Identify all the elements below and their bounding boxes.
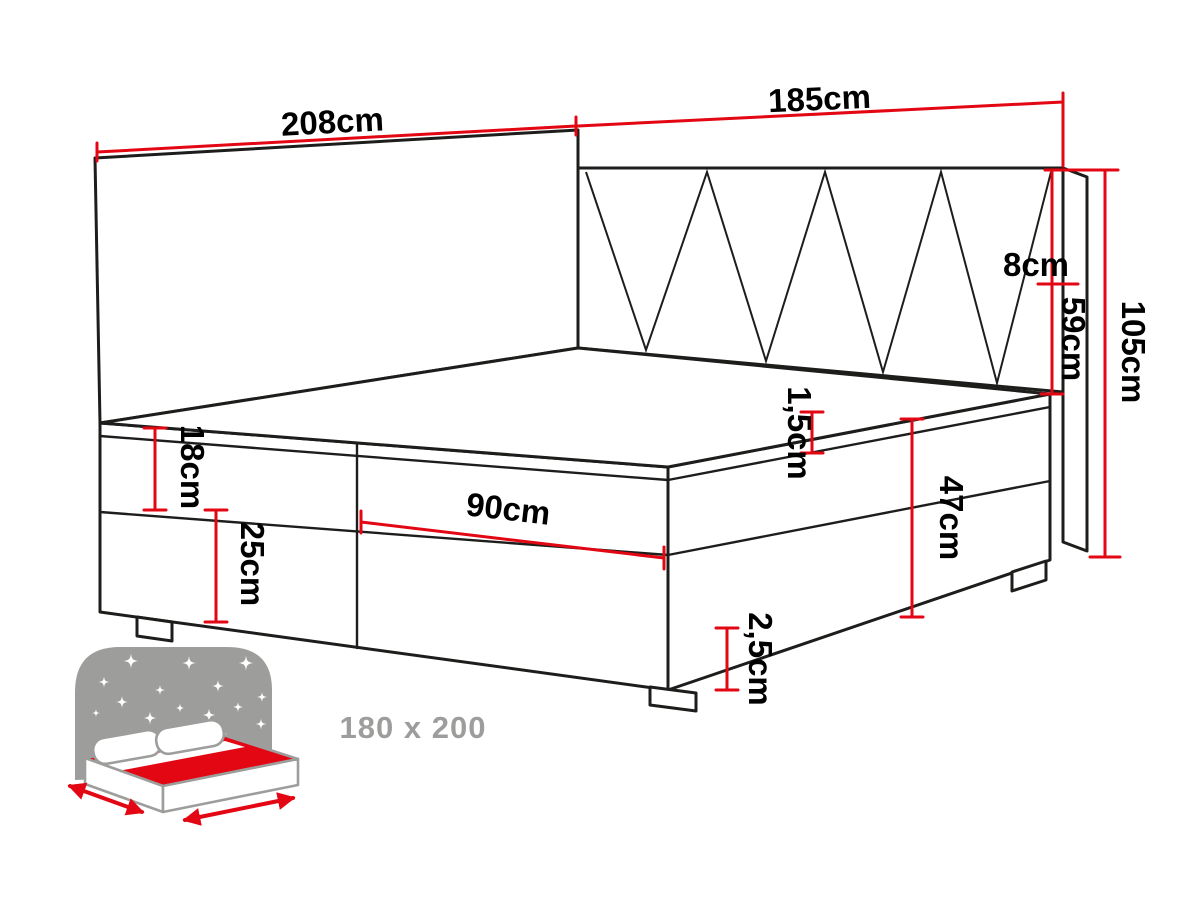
dim-label-47: 47cm [933,476,970,560]
dim-label-105: 105cm [1115,301,1152,404]
icon-width-arrow [67,782,145,816]
dim-label-2-5: 2,5cm [742,612,779,706]
dim-label-25: 25cm [234,522,271,606]
icon-pillow-right [154,718,226,756]
dim-line-25 [203,508,229,624]
size-label: 180 x 200 [340,710,487,745]
bed-foot-front [648,685,698,713]
dim-line-47 [899,417,925,619]
dim-label-1-5: 1,5cm [781,386,818,480]
dim-line-105 [1043,168,1122,559]
headboard-zigzag-stitching [585,168,1052,387]
bed-foot-right [1010,559,1048,593]
dim-label-18: 18cm [174,425,211,509]
dim-label-8: 8cm [1003,246,1069,283]
dim-line-1-5 [799,410,825,455]
dim-line-8-59 [1036,168,1080,396]
dim-label-59: 59cm [1055,297,1092,381]
headboard [93,128,1089,553]
headboard-side-strip [1061,166,1089,553]
bed-size-icon: 180 x 200 [67,647,487,826]
mattress-base-seam [98,479,1052,557]
dim-line-18 [142,426,168,512]
mattress-topper-seam [98,405,1052,482]
icon-length-arrow [182,792,296,826]
dimension-labels: 208cm 185cm 8cm 59cm 105cm 18cm 25cm 90c… [174,78,1152,706]
dim-line-2-5 [714,626,740,692]
dim-label-185: 185cm [767,78,871,119]
icon-duvet-fold [95,741,245,772]
dimension-lines [95,91,1122,692]
dim-line-208 [95,115,578,163]
dim-line-90 [359,509,666,571]
bed-foot-left [135,615,174,643]
bed-box [98,346,1052,713]
dim-line-185 [576,91,1065,168]
dim-label-208: 208cm [280,100,385,142]
